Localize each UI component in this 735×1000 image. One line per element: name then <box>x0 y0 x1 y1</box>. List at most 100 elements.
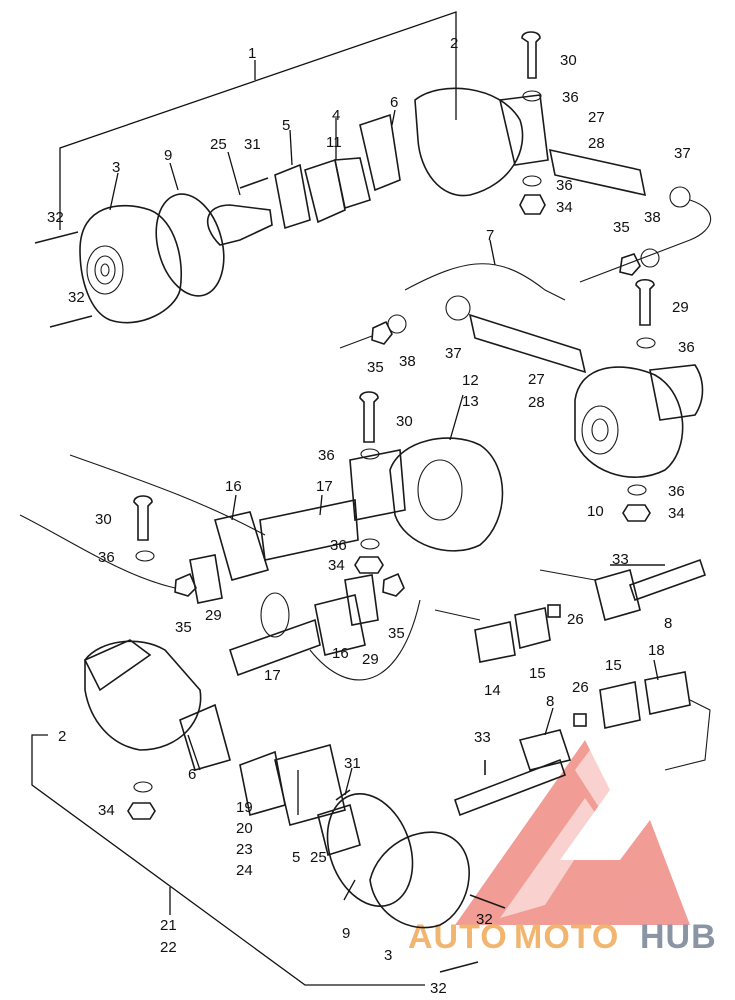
nut-34-bottom <box>127 802 156 820</box>
label-32-d: 32 <box>430 980 447 997</box>
socket-8-upper <box>594 569 641 621</box>
label-38-top: 38 <box>644 209 661 226</box>
wire-7 <box>404 263 566 301</box>
lens-3-bottom <box>369 831 470 929</box>
label-28-top: 28 <box>588 135 605 152</box>
stud-17-lower <box>229 618 321 677</box>
left-mount-assembly <box>19 495 421 681</box>
label-23: 23 <box>236 841 253 858</box>
screw-30-top <box>521 31 541 79</box>
label-7: 7 <box>486 227 494 244</box>
screw-31-bottom <box>335 789 351 801</box>
screw-32-b <box>49 315 93 328</box>
label-32-a: 32 <box>47 209 64 226</box>
label-8-lower: 8 <box>546 693 554 710</box>
label-33-lower: 33 <box>474 729 491 746</box>
stud-17-center <box>259 499 359 561</box>
label-36-b: 36 <box>556 177 573 194</box>
bulb-25-bottom <box>317 803 361 857</box>
watermark-logo <box>455 740 690 925</box>
bracket-16-upper <box>214 511 270 581</box>
contact-15-upper <box>514 607 551 650</box>
label-37-top: 37 <box>674 145 691 162</box>
screw-30-center <box>359 391 379 443</box>
part-number-labels: 1 2 2 3 3 4 5 5 6 6 7 8 8 9 9 10 11 12 1… <box>47 35 695 997</box>
bracket-29-upper <box>189 554 223 604</box>
socket-11-top <box>334 157 371 210</box>
screw-32-d <box>439 961 479 973</box>
label-16-upper: 16 <box>225 478 242 495</box>
label-12: 12 <box>462 372 479 389</box>
label-34-right: 34 <box>668 505 685 522</box>
label-16-lower: 16 <box>332 645 349 662</box>
small-parts-right <box>434 558 711 817</box>
label-28-right: 28 <box>528 394 545 411</box>
screw-31-top <box>239 177 269 189</box>
bulb-25-top <box>206 204 273 246</box>
gasket-9-top <box>155 193 225 297</box>
label-26-upper: 26 <box>567 611 584 628</box>
housing-10 <box>574 366 684 478</box>
washer-36-left <box>135 550 155 562</box>
label-34-bottom: 34 <box>98 802 115 819</box>
label-32-c: 32 <box>476 911 493 928</box>
label-4: 4 <box>332 107 340 124</box>
label-2-top: 2 <box>450 35 458 52</box>
lens-3-top <box>79 204 182 324</box>
label-31-top: 31 <box>244 136 261 153</box>
stay-6-bottom <box>179 703 231 771</box>
plate-4-top <box>304 158 346 224</box>
screw-29-right <box>635 278 655 326</box>
label-35-left: 35 <box>175 619 192 636</box>
label-15-upper: 15 <box>529 665 546 682</box>
label-27-top: 27 <box>588 109 605 126</box>
lens-13-center <box>389 437 504 552</box>
socket-8-lower <box>518 729 572 771</box>
label-6-top: 6 <box>390 94 398 111</box>
washer-36-top <box>522 90 542 102</box>
washer-36-right <box>627 484 647 496</box>
nut-35-top <box>619 253 641 276</box>
group-bracket-top <box>59 11 457 230</box>
label-3-top: 3 <box>112 159 120 176</box>
label-9-top: 9 <box>164 147 172 164</box>
stay-6-top <box>359 113 401 192</box>
plate-5-bottom <box>274 744 346 826</box>
label-36-g: 36 <box>98 549 115 566</box>
nut-35-lower <box>382 572 405 597</box>
label-24: 24 <box>236 862 253 879</box>
bracket-29-lower <box>344 574 379 626</box>
label-29-lower: 29 <box>362 651 379 668</box>
label-30-center: 30 <box>396 413 413 430</box>
label-3-bottom: 3 <box>384 947 392 964</box>
label-25-bottom: 25 <box>310 849 327 866</box>
leader-lines <box>109 109 659 915</box>
washer-37-top <box>669 186 691 208</box>
label-37-right: 37 <box>445 345 462 362</box>
label-36-d: 36 <box>318 447 335 464</box>
label-5-top: 5 <box>282 117 290 134</box>
label-1: 1 <box>248 45 256 62</box>
label-9-bottom: 9 <box>342 925 350 942</box>
nut-35-right <box>371 320 393 345</box>
body-12-center <box>349 449 406 521</box>
watermark-moto: MOTO <box>514 918 619 956</box>
label-25-top: 25 <box>210 136 227 153</box>
watermark-auto: AUTO <box>408 918 508 956</box>
label-33-upper: 33 <box>612 551 629 568</box>
contact-15-lower <box>599 681 641 729</box>
washer-38-top <box>640 248 660 268</box>
label-17-upper: 17 <box>316 478 333 495</box>
label-27-right: 27 <box>528 371 545 388</box>
label-2-bottom: 2 <box>58 728 66 745</box>
washer-36-center-b <box>360 538 380 550</box>
label-34-top: 34 <box>556 199 573 216</box>
label-26-lower: 26 <box>572 679 589 696</box>
contact-18 <box>644 671 691 715</box>
right-winker-assembly <box>339 263 704 522</box>
label-35-top: 35 <box>613 219 630 236</box>
group-bracket-bottom <box>31 734 425 986</box>
label-18: 18 <box>648 642 665 659</box>
washer-37-right <box>445 295 471 321</box>
